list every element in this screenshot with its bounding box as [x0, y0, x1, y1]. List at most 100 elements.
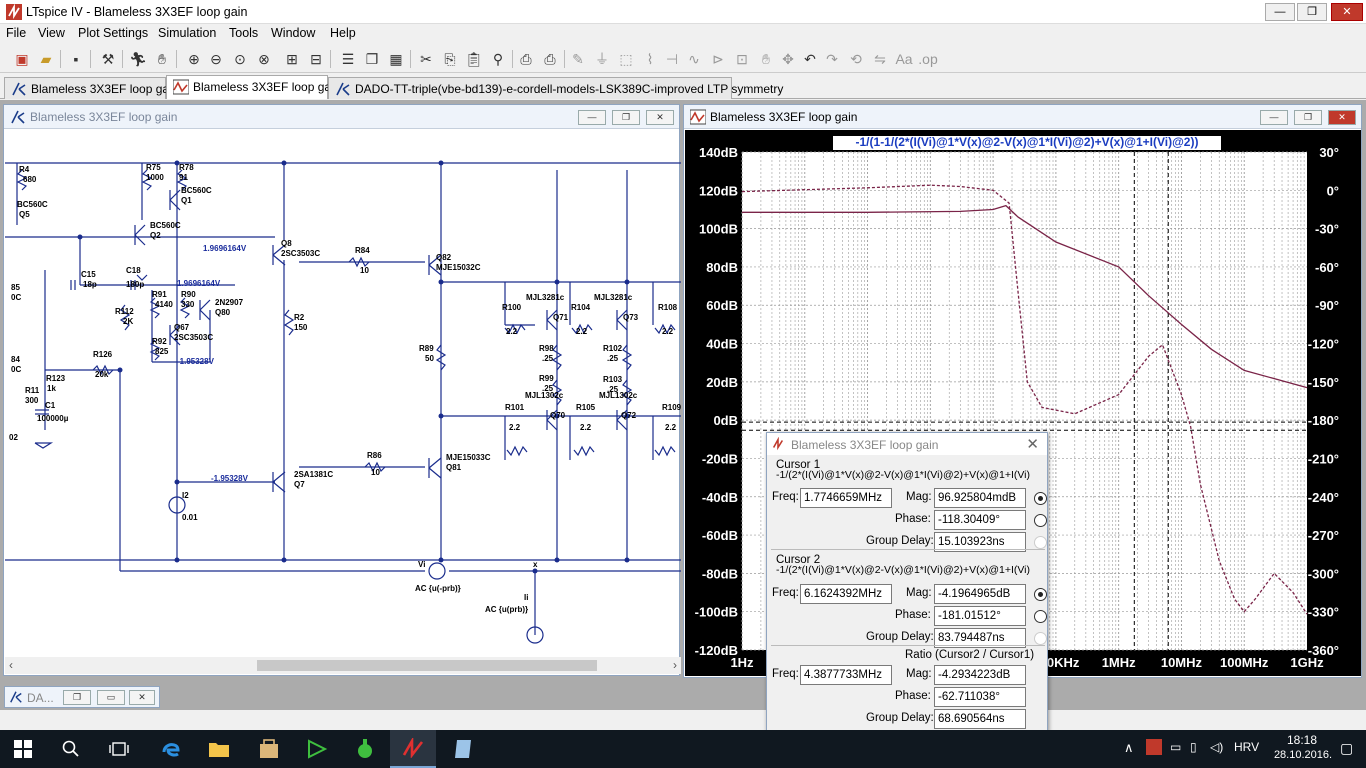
menu-view[interactable]: View	[38, 26, 65, 40]
start-button[interactable]	[0, 730, 46, 768]
menu-plot-settings[interactable]: Plot Settings	[78, 26, 149, 40]
language-indicator[interactable]: HRV	[1234, 740, 1260, 754]
menu-file[interactable]: File	[6, 26, 27, 40]
find-icon[interactable]: ⚲	[492, 50, 504, 67]
close-button[interactable]: ✕	[1331, 3, 1363, 21]
zoom-fit-icon[interactable]: ⊙	[234, 50, 246, 67]
draw-wire-icon[interactable]: ✎	[572, 50, 584, 67]
zoom-out-icon[interactable]: ⊖	[210, 50, 222, 67]
cursor1-phase-radio[interactable]	[1034, 514, 1047, 527]
taskbar-app-green[interactable]	[294, 730, 340, 768]
tab-dado-schematic[interactable]: DADO-TT-triple(vbe-bd139)-e-cordell-mode…	[328, 77, 783, 99]
minimized-restore-button[interactable]: ❐	[63, 690, 91, 705]
tab-plot-loop-gain[interactable]: Blameless 3X3EF loop gain	[166, 75, 340, 99]
cursor2-mag-radio[interactable]	[1034, 588, 1047, 601]
pan-hand-icon[interactable]: ✋︎	[158, 50, 166, 67]
cursor2-group-delay-radio[interactable]	[1034, 632, 1047, 645]
cursor-window-close-icon[interactable]: ✕	[1026, 436, 1039, 453]
maximize-button[interactable]: ❐	[1297, 3, 1327, 21]
print-icon[interactable]: ⎙	[544, 50, 556, 67]
open-icon[interactable]: ▰	[40, 50, 52, 67]
taskbar-file-explorer[interactable]	[196, 730, 242, 768]
taskbar-store[interactable]	[246, 730, 292, 768]
run-icon[interactable]: 🏃︎	[129, 50, 147, 67]
cut-icon[interactable]: ✂	[420, 50, 432, 67]
scroll-left-icon[interactable]: ‹	[9, 658, 13, 672]
tray-antivirus-icon[interactable]	[1146, 739, 1162, 755]
taskbar-app-robot[interactable]	[342, 730, 388, 768]
minimized-maximize-button[interactable]: ▭	[97, 690, 125, 705]
tile-horizontal-icon[interactable]: ☰	[341, 50, 355, 67]
menu-simulation[interactable]: Simulation	[158, 26, 217, 40]
probe-icon[interactable]: ⊟	[310, 50, 322, 67]
plot-restore-button[interactable]: ❐	[1294, 110, 1322, 125]
mirror-icon[interactable]: ⇋	[874, 50, 886, 67]
minimize-button[interactable]: —	[1265, 3, 1295, 21]
cursor1-phase-field[interactable]: -118.30409°	[934, 510, 1026, 530]
tab-schematic-loop-gain[interactable]: Blameless 3X3EF loop gain	[4, 77, 178, 99]
plot-close-button[interactable]: ✕	[1328, 110, 1356, 125]
ratio-freq-field[interactable]: 4.3877733MHz	[800, 665, 892, 685]
component-icon[interactable]: ⊡	[736, 50, 748, 67]
schematic-close-button[interactable]: ✕	[646, 110, 674, 125]
scroll-right-icon[interactable]: ›	[673, 658, 677, 672]
cursor-readout-window[interactable]: Blameless 3X3EF loop gain ✕ Cursor 1 -1/…	[766, 432, 1048, 730]
save-icon[interactable]: ▪	[73, 51, 79, 67]
print-preview-icon[interactable]: ⎙	[520, 50, 532, 67]
rotate-icon[interactable]: ⟲	[850, 50, 862, 67]
copy-icon[interactable]: ⎘	[444, 50, 456, 67]
drag-icon[interactable]: ✥	[782, 50, 794, 67]
zoom-in-icon[interactable]: ⊕	[188, 50, 200, 67]
trace-label[interactable]: -1/(1-1/(2*(I(Vi)@1*V(x)@2-V(x)@1*I(Vi)@…	[856, 135, 1199, 149]
text-icon[interactable]: Aa	[895, 51, 913, 67]
tile-vertical-icon[interactable]: ▦	[389, 50, 403, 67]
zoom-cancel-icon[interactable]: ⊗	[258, 50, 270, 67]
network-icon[interactable]: ▭	[1170, 740, 1182, 754]
clock-time[interactable]: 18:18	[1286, 733, 1318, 747]
schematic-restore-button[interactable]: ❐	[612, 110, 640, 125]
taskbar-edge[interactable]	[148, 730, 194, 768]
minimized-window[interactable]: DA... ❐ ▭ ✕	[4, 686, 160, 708]
cursor1-mag-field[interactable]: 96.925804mdB	[934, 488, 1026, 508]
action-center-icon[interactable]: ▢	[1340, 740, 1354, 756]
diode-icon[interactable]: ⊳	[712, 50, 724, 67]
cursor2-phase-radio[interactable]	[1034, 610, 1047, 623]
menu-tools[interactable]: Tools	[229, 26, 259, 40]
spice-directive-icon[interactable]: .op	[918, 51, 938, 67]
cascade-icon[interactable]: ❐	[365, 50, 379, 67]
schematic-horizontal-scrollbar[interactable]: ‹ ›	[5, 657, 681, 674]
cursor2-mag-field[interactable]: -4.1964965dB	[934, 584, 1026, 604]
task-view-button[interactable]	[96, 730, 142, 768]
schematic-window[interactable]: Blameless 3X3EF loop gain — ❐ ✕	[3, 104, 681, 676]
volume-icon[interactable]: ◁)	[1210, 740, 1224, 754]
ratio-phase-field[interactable]: -62.711038°	[934, 687, 1026, 707]
ratio-group-delay-field[interactable]: 68.690564ns	[934, 709, 1026, 729]
scrollbar-thumb[interactable]	[257, 660, 597, 671]
schematic-minimize-button[interactable]: —	[578, 110, 606, 125]
inductor-icon[interactable]: ∿	[688, 50, 700, 67]
plot-minimize-button[interactable]: —	[1260, 110, 1288, 125]
redo-icon[interactable]: ↷	[826, 50, 838, 67]
undo-icon[interactable]: ↶	[804, 50, 816, 67]
cursor1-mag-radio[interactable]	[1034, 492, 1047, 505]
capacitor-icon[interactable]: ⊣	[665, 50, 679, 67]
cursor1-group-delay-radio[interactable]	[1034, 536, 1047, 549]
minimized-close-button[interactable]: ✕	[129, 690, 155, 705]
clock-date[interactable]: 28.10.2016.	[1273, 749, 1333, 761]
cursor1-group-delay-field[interactable]: 15.103923ns	[934, 532, 1026, 552]
phase-trace[interactable]	[741, 184, 1308, 615]
menu-help[interactable]: Help	[330, 26, 356, 40]
taskbar-notes[interactable]	[440, 730, 486, 768]
control-panel-icon[interactable]: ⚒	[101, 50, 115, 67]
ground-icon[interactable]: ⏚	[595, 51, 609, 67]
power-icon[interactable]: ▯	[1190, 740, 1197, 754]
paste-icon[interactable]: 📋︎	[465, 50, 483, 67]
menu-window[interactable]: Window	[271, 26, 316, 40]
magnitude-trace[interactable]	[742, 204, 1308, 389]
move-hand-icon[interactable]: ✋︎	[762, 50, 770, 67]
search-button[interactable]	[48, 730, 94, 768]
ratio-mag-field[interactable]: -4.2934223dB	[934, 665, 1026, 685]
cursor2-phase-field[interactable]: -181.01512°	[934, 606, 1026, 626]
